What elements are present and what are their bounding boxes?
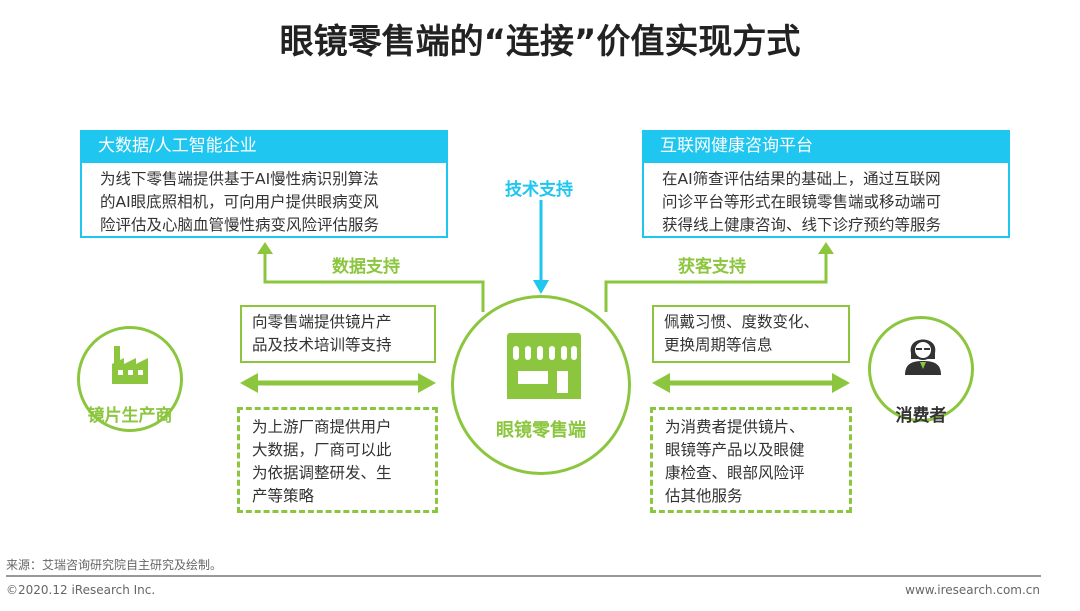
manufacturer-node: 镜片生产商: [77, 326, 183, 432]
person-icon: [905, 339, 941, 375]
box-header: 互联网健康咨询平台: [642, 130, 1010, 163]
data-support-line: [263, 252, 485, 312]
tech-support-label: 技术支持: [505, 180, 573, 200]
line: 向零售端提供镜片产: [252, 313, 392, 331]
copyright: ©2020.12 iResearch Inc.: [6, 583, 156, 597]
manufacturer-label: 镜片生产商: [87, 406, 173, 426]
line: 大数据，厂商可以此: [252, 441, 392, 459]
line: 险评估及心脑血管慢性病变风险评估服务: [100, 216, 380, 234]
line: 估其他服务: [665, 487, 743, 505]
data-support-label: 数据支持: [332, 257, 400, 277]
line: 产等策略: [252, 487, 315, 505]
line: 为依据调整研发、生: [252, 464, 392, 482]
consumer-label: 消费者: [895, 406, 947, 426]
line: 为线下零售端提供基于AI慢性病识别算法: [100, 170, 379, 188]
customer-support-arrowhead: [818, 242, 834, 254]
page-title: 眼镜零售端的“连接”价值实现方式: [279, 22, 801, 62]
right-double-arrow: [652, 373, 850, 393]
box-header: 大数据/人工智能企业: [80, 130, 448, 163]
retail-label: 眼镜零售端: [496, 420, 586, 441]
consumer-info-box: 佩戴习惯、度数变化、 更换周期等信息: [652, 305, 850, 363]
line: 问诊平台等形式在眼镜零售端或移动端可: [662, 193, 942, 211]
left-double-arrow: [240, 373, 436, 393]
line: 康检查、眼部风险评: [665, 464, 805, 482]
box-body: 为线下零售端提供基于AI慢性病识别算法 的AI眼底照相机，可向用户提供眼病变风 …: [80, 163, 448, 238]
tech-support-arrowhead: [533, 280, 549, 294]
line: 更换周期等信息: [664, 336, 773, 354]
source-note: 来源：艾瑞咨询研究院自主研究及绘制。: [6, 558, 223, 572]
consumer-node: 消费者: [868, 316, 974, 426]
data-support-arrowhead: [257, 242, 273, 254]
line: 获得线上健康咨询、线下诊疗预约等服务: [662, 216, 942, 234]
line: 为上游厂商提供用户: [252, 418, 392, 436]
box-body: 在AI筛查评估结果的基础上，通过互联网 问诊平台等形式在眼镜零售端或移动端可 获…: [642, 163, 1010, 238]
website-link[interactable]: www.iresearch.com.cn: [905, 583, 1040, 597]
manufacturer-supply-box: 向零售端提供镜片产 品及技术培训等支持: [240, 305, 436, 363]
retail-to-consumer-box: 为消费者提供镜片、 眼镜等产品以及眼健 康检查、眼部风险评 估其他服务: [650, 407, 852, 513]
line: 在AI筛查评估结果的基础上，通过互联网: [662, 170, 941, 188]
factory-icon: [112, 346, 148, 384]
big-data-ai-box: 大数据/人工智能企业 为线下零售端提供基于AI慢性病识别算法 的AI眼底照相机，…: [80, 130, 448, 238]
retail-node: 眼镜零售端: [451, 295, 631, 475]
customer-support-label: 获客支持: [678, 257, 746, 277]
footer-divider: [6, 575, 1041, 577]
line: 佩戴习惯、度数变化、: [664, 313, 820, 331]
health-platform-box: 互联网健康咨询平台 在AI筛查评估结果的基础上，通过互联网 问诊平台等形式在眼镜…: [642, 130, 1010, 238]
store-icon: [507, 333, 581, 399]
line: 的AI眼底照相机，可向用户提供眼病变风: [100, 193, 379, 211]
line: 品及技术培训等支持: [252, 336, 392, 354]
customer-support-line: [604, 252, 828, 312]
retail-to-manufacturer-box: 为上游厂商提供用户 大数据，厂商可以此 为依据调整研发、生 产等策略: [237, 407, 438, 513]
line: 为消费者提供镜片、: [665, 418, 805, 436]
line: 眼镜等产品以及眼健: [665, 441, 805, 459]
